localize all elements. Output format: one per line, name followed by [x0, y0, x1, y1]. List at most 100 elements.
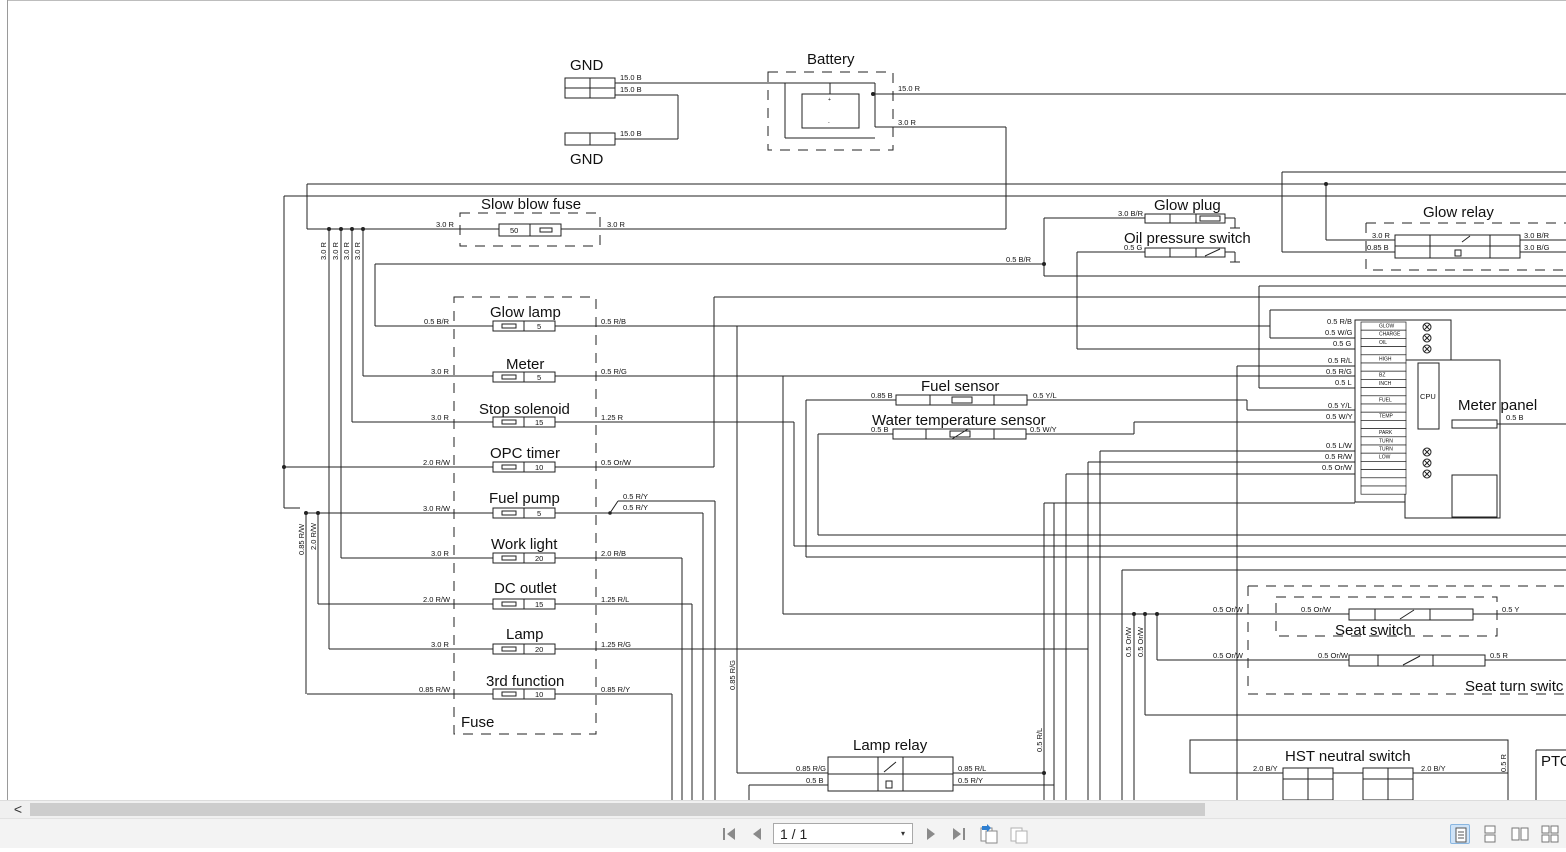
wire-label: 3.0 R: [342, 241, 351, 260]
go-back-view-button[interactable]: [978, 823, 1000, 845]
next-page-icon: [927, 828, 935, 840]
fuse-rating: 50: [510, 226, 518, 235]
wire-label: 15.0 B: [620, 73, 642, 82]
meter-panel-pin-label: FUEL: [1379, 397, 1392, 403]
continuous-page-icon: [1484, 825, 1496, 843]
go-forward-view-button[interactable]: [1008, 823, 1030, 845]
wire-label: 0.5 R/B: [1327, 317, 1352, 326]
single-page-icon: [1455, 827, 1467, 843]
wire-label: 1.25 R: [601, 413, 624, 422]
fuse-fuel-pump-label: Fuel pump: [489, 490, 560, 507]
wire-label: 3.0 R: [331, 241, 340, 260]
fuse-rating: 5: [537, 322, 541, 331]
forward-view-icon: [1010, 827, 1028, 844]
wire-label: 0.5 W/G: [1325, 328, 1353, 337]
fuse-meter-label: Meter: [506, 356, 544, 373]
fuse-meter: Meter 5: [492, 356, 556, 383]
meter-panel-pin-label: PARK: [1379, 430, 1393, 436]
wire-label: 1.25 R/L: [601, 595, 629, 604]
single-page-view-button[interactable]: [1450, 824, 1470, 844]
two-page-icon: [1511, 827, 1529, 841]
page-number-input[interactable]: [774, 825, 890, 842]
last-page-button[interactable]: [948, 823, 970, 845]
wire-label: 3.0 R: [898, 118, 917, 127]
seat-switch: Seat switch: [1275, 596, 1498, 639]
pto-switch: PTO: [1507, 749, 1566, 800]
fuse-dc-outlet: DC outlet 15: [492, 580, 557, 610]
wire-label: 0.5 G: [1124, 243, 1143, 252]
fuse-lamp-label: Lamp: [506, 626, 544, 643]
continuous-view-button[interactable]: [1480, 824, 1500, 844]
horizontal-scrollbar[interactable]: <: [0, 800, 1566, 818]
prev-page-icon: [753, 828, 761, 840]
fuse-work-light: Work light 20: [491, 536, 558, 564]
svg-text:-: -: [828, 120, 830, 126]
wire-label: 0.5 W/Y: [1326, 412, 1353, 421]
slow-blow-fuse-label: Slow blow fuse: [481, 196, 581, 213]
fuse-glow-lamp-label: Glow lamp: [490, 304, 561, 321]
water-temp-sensor-label: Water temperature sensor: [872, 412, 1046, 429]
hst-neutral-switch-label: HST neutral switch: [1285, 748, 1411, 765]
wire-label: 0.5 G: [1333, 339, 1352, 348]
page-number-field[interactable]: ▾: [773, 823, 913, 844]
wire-label: 3.0 R: [353, 241, 362, 260]
wire-label: 0.5 Or/W: [1301, 605, 1332, 614]
meter-panel-pin-label: HIGH: [1379, 356, 1392, 362]
meter-panel-pin-label: INCH: [1379, 381, 1392, 387]
fuse-3rd-function: 3rd function 10: [486, 673, 564, 700]
wire-label: 0.5 Y/L: [1328, 401, 1352, 410]
next-page-button[interactable]: [920, 823, 942, 845]
wire-label: 0.5 R: [1490, 651, 1509, 660]
fuel-sensor: Fuel sensor: [895, 378, 1028, 406]
last-page-icon: [953, 828, 965, 840]
oil-pressure-switch: Oil pressure switch: [1124, 230, 1251, 263]
meter-panel-pin-label: TURN: [1379, 438, 1393, 444]
meter-panel-rows: GLOWCHARGEOILHIGHBZINCHFUELTEMPPARKTURNT…: [1360, 321, 1407, 495]
glow-plug-label: Glow plug: [1154, 197, 1221, 214]
two-page-continuous-button[interactable]: [1540, 824, 1560, 844]
page-left-border: [7, 0, 8, 800]
battery: Battery + -: [767, 51, 894, 151]
wire-label: 0.5 R/B: [601, 317, 626, 326]
wire-label: 2.0 R/W: [309, 522, 318, 550]
fuse-rating: 15: [535, 418, 543, 427]
meter-panel-pin: [1360, 346, 1407, 356]
wire-label: 0.5 Or/W: [601, 458, 632, 467]
wire-label: 3.0 R: [319, 241, 328, 260]
wire-label: 0.5 R/L: [1035, 728, 1044, 752]
fuse-rating: 5: [537, 509, 541, 518]
fuse-opc-timer-label: OPC timer: [490, 445, 560, 462]
wire-label: 0.5 Y: [1502, 605, 1519, 614]
meter-panel-pin-label: GLOW: [1379, 324, 1395, 330]
scrollbar-thumb[interactable]: [30, 803, 1205, 816]
fuse-work-light-label: Work light: [491, 536, 558, 553]
first-page-button[interactable]: [718, 823, 740, 845]
meter-panel-pin-label: OIL: [1379, 340, 1387, 346]
meter-panel-pin-label: LOW: [1379, 455, 1391, 461]
wire-label: 0.5 L: [1335, 378, 1352, 387]
slow-blow-fuse: Slow blow fuse 50: [459, 196, 601, 247]
wire-label: 0.5 Y/L: [1033, 391, 1057, 400]
scroll-left-button[interactable]: <: [13, 801, 23, 817]
svg-text:+: +: [828, 97, 831, 103]
pto-label: PTO: [1541, 753, 1566, 770]
back-view-icon: [980, 824, 998, 844]
wire-label: 0.5 W/Y: [1030, 425, 1057, 434]
meter-panel-label: Meter panel: [1458, 397, 1537, 414]
fuse-group-box: [453, 296, 597, 735]
chevron-down-icon[interactable]: ▾: [900, 829, 905, 838]
wire-label: 2.0 R/B: [601, 549, 626, 558]
two-page-view-button[interactable]: [1510, 824, 1530, 844]
wire-label: 0.85 B: [1367, 243, 1389, 252]
hst-neutral-switch: HST neutral switch: [1189, 739, 1509, 800]
fuse-lamp: Lamp 20: [492, 626, 556, 655]
seat-turn-switch: Seat turn switc: [1348, 654, 1564, 695]
wire-label: 0.5 B: [871, 425, 889, 434]
wire-label: 0.5 L/W: [1326, 441, 1353, 450]
wire-label: 2.0 B/Y: [1253, 764, 1278, 773]
fuse-glow-lamp: Glow lamp 5: [490, 304, 561, 332]
fuse-dc-outlet-label: DC outlet: [494, 580, 557, 597]
prev-page-button[interactable]: [746, 823, 768, 845]
meter-panel: CPU Meter panel GLOWCHARGEOILHIGHBZINCHF…: [1354, 319, 1537, 519]
